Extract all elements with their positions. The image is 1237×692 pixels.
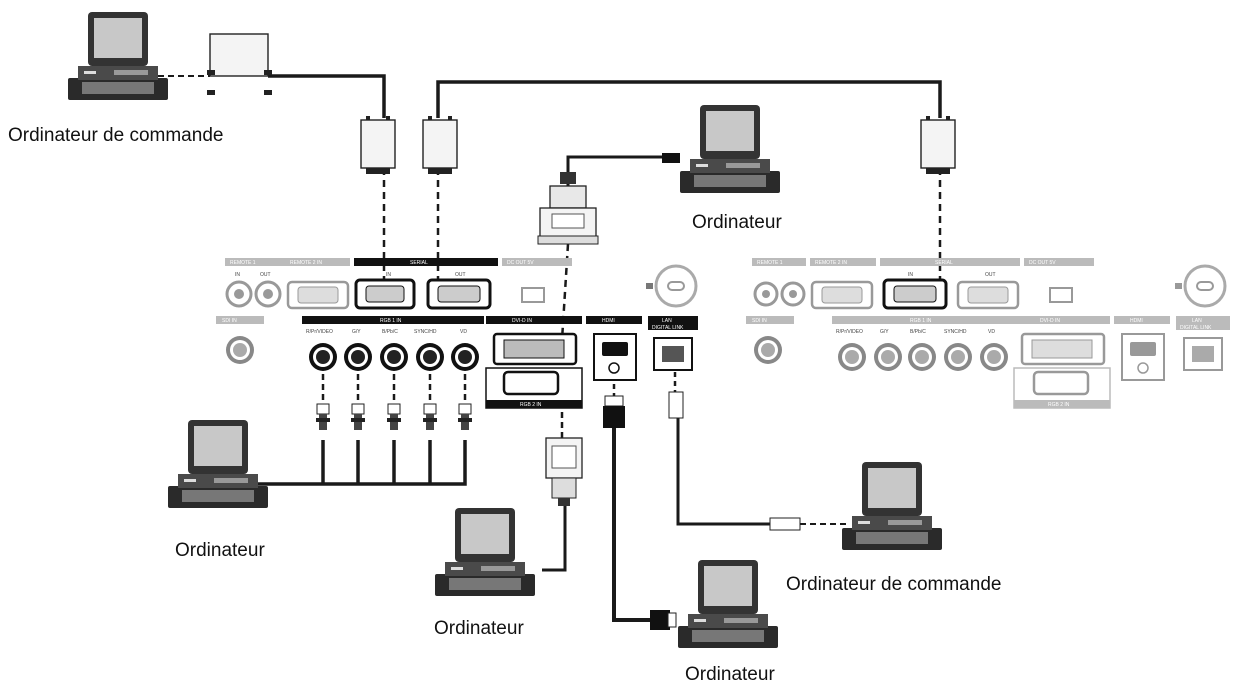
cable-serial-in — [268, 74, 386, 118]
label-right-digital-link: DIGITAL LINK — [1180, 325, 1212, 331]
cable-bnc-5 — [258, 440, 467, 486]
label-bnc-2: G/Y — [352, 329, 361, 335]
hdmi-plug — [603, 395, 677, 630]
computer-control-right — [842, 462, 942, 550]
label-control-pc-right: Ordinateur de commande — [786, 574, 1002, 595]
label-rgb2-in: RGB 2 IN — [520, 402, 542, 408]
label-pc-bottom: Ordinateur — [685, 664, 775, 685]
bnc-plugs — [316, 403, 472, 430]
label-right-serial-in: IN — [908, 272, 913, 278]
dc-out-port — [521, 287, 545, 303]
label-bnc-1: R/Pr/VIDEO — [306, 329, 333, 335]
label-right-serial: SERIAL — [935, 260, 953, 266]
label-right-rgb2-in: RGB 2 IN — [1048, 402, 1070, 408]
label-right-lan: LAN — [1192, 318, 1202, 324]
label-serial-out: OUT — [455, 272, 466, 278]
label-right-bnc-4: SYNC/HD — [944, 329, 967, 335]
sdi-jack — [226, 336, 254, 364]
label-right-bnc-3: B/Pb/C — [910, 329, 926, 335]
bnc-port-5 — [451, 343, 479, 371]
label-right-serial-out: OUT — [985, 272, 996, 278]
label-right-dvi-in: DVI-D IN — [1040, 318, 1060, 324]
label-right-remote2: REMOTE 2 IN — [815, 260, 847, 266]
bnc-port-4 — [416, 343, 444, 371]
label-serial: SERIAL — [410, 260, 428, 266]
label-right-bnc-5: VD — [988, 329, 995, 335]
remote-in-jack — [225, 280, 253, 308]
label-sdi-in: SDI IN — [222, 318, 237, 324]
label-pc-center: Ordinateur — [434, 618, 524, 639]
cable-lan — [676, 418, 770, 526]
rgb2-port — [502, 370, 560, 396]
label-right-sdi-in: SDI IN — [752, 318, 767, 324]
label-serial-in: IN — [386, 272, 391, 278]
label-right-bnc-1: R/Pr/VIDEO — [836, 329, 863, 335]
dvi-plug — [537, 153, 680, 245]
label-lan: LAN — [662, 318, 672, 324]
label-right-dc-out: DC OUT 5V — [1029, 260, 1056, 266]
bnc-port-2 — [344, 343, 372, 371]
computer-left — [168, 420, 268, 508]
label-remote-in: IN — [235, 272, 240, 278]
computer-control-top — [68, 12, 168, 100]
cable-vga — [542, 505, 567, 572]
cable-serial-out-to-right — [436, 80, 942, 118]
label-bnc-4: SYNC/HD — [414, 329, 437, 335]
serial-adapters — [207, 33, 956, 174]
label-control-pc-top: Ordinateur de commande — [8, 125, 224, 146]
label-rgb1-in: RGB 1 IN — [380, 318, 402, 324]
serial-adapter-in — [360, 115, 396, 169]
label-dvi-in: DVI-D IN — [512, 318, 532, 324]
projector-panel-right: REMOTE 1 REMOTE 2 IN SERIAL DC OUT 5V IN… — [746, 258, 1230, 409]
label-remote2: REMOTE 2 IN — [290, 260, 322, 266]
bnc-port-3 — [380, 343, 408, 371]
vga-plug — [545, 437, 583, 506]
projector-panel-left: REMOTE 1 REMOTE 2 IN SERIAL DC OUT 5V IN… — [216, 258, 698, 409]
label-digital-link: DIGITAL LINK — [652, 325, 684, 331]
label-bnc-3: B/Pb/C — [382, 329, 398, 335]
hdmi-port — [593, 333, 637, 381]
computer-center — [435, 508, 535, 596]
label-right-remote1: REMOTE 1 — [757, 260, 783, 266]
serial-adapter-out — [422, 115, 458, 169]
serial-adapter-right — [920, 115, 956, 169]
lan-plug — [668, 391, 801, 531]
computer-top — [680, 105, 780, 193]
label-remote-out: OUT — [260, 272, 271, 278]
label-right-bnc-2: G/Y — [880, 329, 889, 335]
bnc-port-1 — [309, 343, 337, 371]
label-hdmi: HDMI — [602, 318, 615, 324]
remote-out-jack — [254, 280, 282, 308]
label-right-hdmi: HDMI — [1130, 318, 1143, 324]
label-bnc-5: VD — [460, 329, 467, 335]
computer-bottom — [678, 560, 778, 648]
label-dc-out: DC OUT 5V — [507, 260, 534, 266]
cable-pc-top-dvi — [566, 155, 672, 190]
label-pc-top: Ordinateur — [692, 212, 782, 233]
label-remote1: REMOTE 1 — [230, 260, 256, 266]
label-right-rgb1-in: RGB 1 IN — [910, 318, 932, 324]
label-pc-left: Ordinateur — [175, 540, 265, 561]
cable-hdmi — [612, 428, 650, 622]
